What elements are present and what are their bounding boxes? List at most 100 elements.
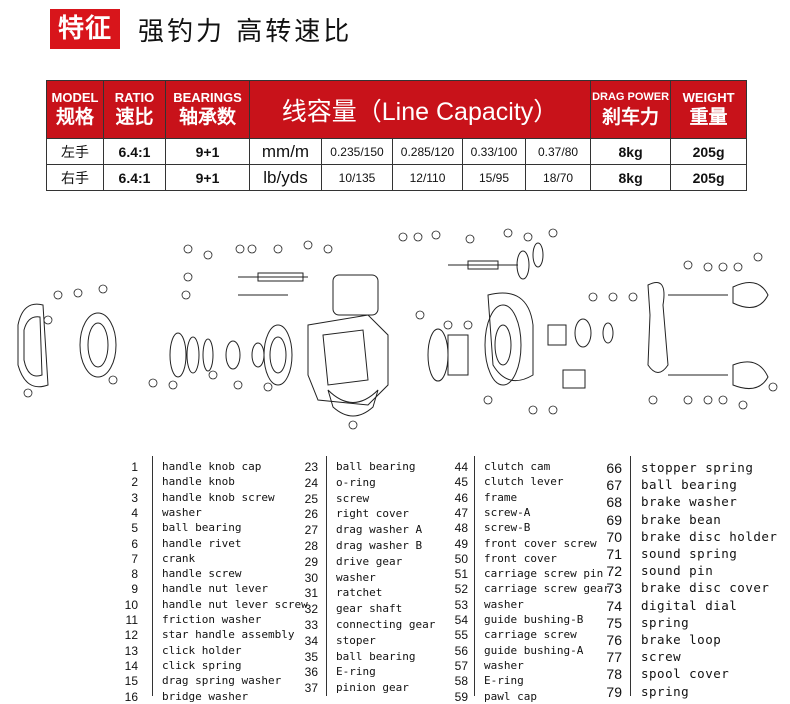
- cell-capacity: 12/110: [392, 164, 463, 191]
- part-name: sound spring: [641, 546, 738, 561]
- cell-capacity: 0.37/80: [524, 138, 592, 165]
- part-number: 37: [304, 681, 318, 696]
- cell-capacity: 0.235/150: [321, 138, 393, 165]
- part-number: 76: [606, 632, 622, 648]
- part-name: guide bushing-B: [484, 613, 584, 626]
- side-plate-shape: [17, 303, 49, 388]
- part-name: sound pin: [641, 563, 714, 579]
- part-number: 46: [454, 490, 468, 505]
- part-number: 44: [454, 460, 468, 474]
- part-name: click holder: [162, 643, 242, 657]
- part-name: clutch lever: [484, 475, 564, 489]
- header-line-capacity: 线容量（Line Capacity）: [248, 80, 592, 139]
- part-number: 4: [131, 505, 138, 520]
- part-name: drive gear: [336, 554, 403, 568]
- part-number: 51: [454, 567, 468, 582]
- part-name: washer: [162, 505, 202, 519]
- part-name: E-ring: [336, 665, 376, 679]
- cell-capacity: 18/70: [524, 164, 592, 191]
- part-number: 78: [606, 666, 622, 683]
- part-name: digital dial: [641, 597, 738, 613]
- part-number: 23: [304, 460, 318, 474]
- part-number: 3: [131, 490, 138, 505]
- column-divider: [474, 456, 475, 696]
- part-name: drag washer B: [336, 539, 423, 552]
- part-name: frame: [484, 490, 518, 504]
- part-number: 52: [454, 582, 468, 597]
- part-number: 10: [124, 597, 138, 612]
- feature-subtitle: 强钓力 高转速比: [138, 16, 353, 47]
- part-name: handle rivet: [162, 536, 242, 550]
- part-number: 67: [606, 477, 622, 494]
- part-name: brake washer: [641, 494, 738, 510]
- part-name: screw-B: [484, 521, 531, 535]
- part-number: 72: [606, 563, 622, 580]
- part-name: ball bearing: [336, 649, 416, 663]
- cell-capacity: 10/135: [321, 164, 393, 191]
- part-number: 50: [454, 551, 468, 566]
- part-name: star handle assembly: [162, 628, 295, 642]
- part-number: 73: [606, 580, 622, 597]
- part-number: 2: [131, 475, 138, 490]
- part-number: 68: [606, 494, 622, 511]
- part-number: 59: [454, 689, 468, 704]
- part-name: bridge washer: [162, 689, 249, 703]
- part-number: 9: [131, 582, 138, 597]
- part-number: 5: [131, 521, 138, 536]
- part-name: friction washer: [162, 613, 262, 626]
- part-number: 33: [304, 618, 318, 632]
- part-name: front cover screw: [484, 536, 597, 550]
- part-name: spring: [641, 614, 690, 630]
- part-number: 7: [131, 551, 138, 566]
- cell-model: 右手: [46, 164, 104, 191]
- cell-ratio: 6.4:1: [103, 138, 166, 165]
- part-name: ball bearing: [162, 521, 242, 535]
- cell-model: 左手: [46, 138, 104, 165]
- part-number: 57: [454, 658, 468, 673]
- part-name: right cover: [336, 507, 409, 521]
- part-name: carriage screw pin: [484, 567, 604, 581]
- part-number: 71: [606, 546, 622, 562]
- part-name: pinion gear: [336, 681, 409, 695]
- part-number: 27: [304, 523, 318, 538]
- part-name: stopper spring: [641, 460, 754, 475]
- column-divider: [152, 456, 153, 696]
- part-name: o-ring: [336, 475, 376, 489]
- part-name: guide bushing-A: [484, 643, 584, 657]
- cell-unit: mm/m: [249, 138, 322, 165]
- part-name: drag washer A: [336, 523, 423, 537]
- part-name: spring: [641, 683, 690, 699]
- part-number: 26: [304, 507, 318, 522]
- part-name: click spring: [162, 658, 242, 672]
- spec-row: 左手 6.4:1 9+1 mm/m 0.235/150 0.285/120 0.…: [46, 138, 748, 165]
- part-name: brake bean: [641, 511, 722, 527]
- part-name: screw: [641, 649, 682, 665]
- part-number: 53: [454, 597, 468, 612]
- part-name: brake disc holder: [641, 528, 778, 544]
- spec-row: 右手 6.4:1 9+1 lb/yds 10/135 12/110 15/95 …: [46, 164, 748, 191]
- feature-badge: 特征: [50, 9, 121, 49]
- part-number: 1: [131, 460, 138, 474]
- part-number: 47: [454, 505, 468, 520]
- part-number: 77: [606, 649, 622, 666]
- part-number: 36: [304, 665, 318, 680]
- part-name: handle nut lever screw: [162, 597, 308, 611]
- cell-unit: lb/yds: [249, 164, 322, 191]
- part-number: 75: [606, 614, 622, 631]
- part-number: 58: [454, 674, 468, 689]
- part-name: screw: [336, 491, 370, 505]
- part-name: washer: [484, 597, 524, 611]
- part-number: 54: [454, 613, 468, 627]
- part-number: 14: [124, 658, 138, 673]
- part-number: 12: [124, 628, 138, 643]
- cell-capacity: 0.285/120: [392, 138, 463, 165]
- cell-weight: 205g: [670, 138, 748, 165]
- part-number: 35: [304, 649, 318, 664]
- part-name: drag spring washer: [162, 674, 282, 688]
- part-name: gear shaft: [336, 602, 403, 616]
- part-name: ball bearing: [641, 477, 738, 493]
- part-name: brake disc cover: [641, 580, 770, 596]
